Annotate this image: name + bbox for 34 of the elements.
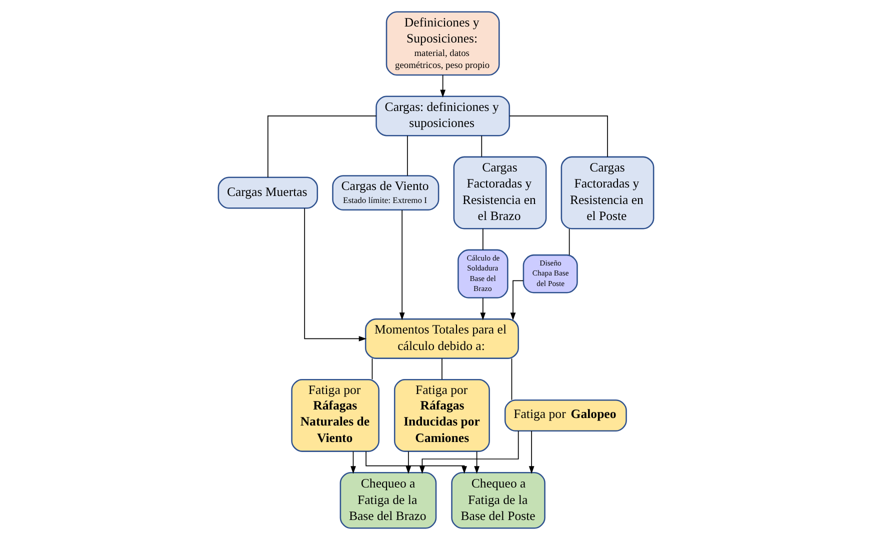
- connector: [508, 116, 608, 158]
- connector: [441, 358, 442, 380]
- arrow: [304, 208, 366, 342]
- connector: [480, 135, 482, 158]
- arrow: [419, 430, 518, 474]
- node-box: Chequeo a Fatiga de la Base del Brazo: [339, 472, 436, 529]
- arrow: [510, 280, 524, 320]
- arrow: [528, 430, 534, 474]
- node-box: Cargas de Viento Estado límite: Extremo I: [332, 175, 439, 210]
- node-box: Cargas Muertas: [217, 176, 318, 209]
- connector: [406, 135, 408, 176]
- arrow: [350, 451, 356, 474]
- node-box: Cargas: definiciones y suposiciones: [375, 96, 510, 136]
- arrow: [398, 210, 404, 320]
- node-box: Cargas Factoradas y Resistencia en el Poste: [560, 156, 654, 230]
- connector: [510, 358, 512, 400]
- node-box: Fatiga por Ráfagas Inducidas por Camiones: [393, 379, 490, 452]
- arrow: [440, 74, 446, 98]
- connector: [266, 116, 376, 178]
- node-box: Diseño Chapa Base del Poste: [522, 254, 578, 294]
- node-box: Chequeo a Fatiga de la Base del Poste: [450, 472, 545, 529]
- connector: [568, 228, 570, 256]
- connector: [482, 228, 483, 250]
- node-box: Definiciones y Suposiciones: material, datos geométricos, peso propio: [385, 11, 500, 76]
- arrow: [474, 451, 479, 474]
- arrow: [480, 298, 486, 320]
- node-box: Momentos Totales para el cálculo debido a:: [364, 318, 518, 359]
- node-box: Cálculo de Soldadura Base del Brazo: [457, 249, 508, 298]
- arrow: [365, 451, 466, 474]
- arrow: [405, 451, 411, 474]
- node-box: Cargas Factoradas y Resistencia en el Brazo: [452, 156, 546, 230]
- node-box: Fatiga por Ráfagas Naturales de Viento: [290, 379, 379, 452]
- node-box: Fatiga por Galopeo: [504, 399, 626, 432]
- connector: [371, 358, 372, 380]
